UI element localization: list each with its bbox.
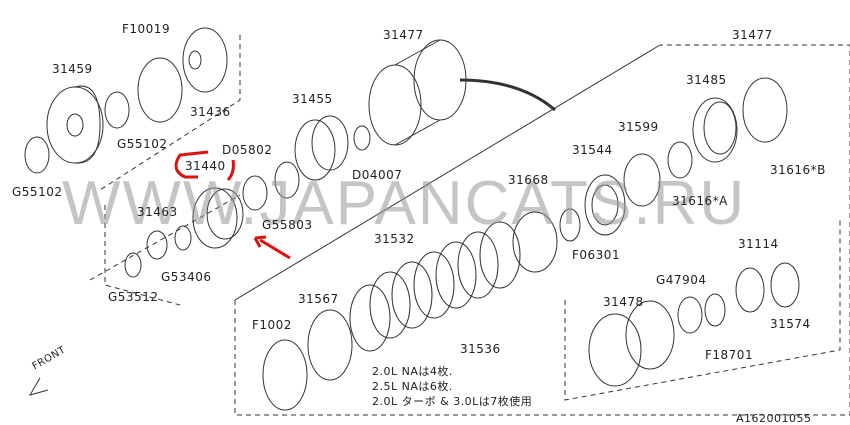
- part-g53512-washer[interactable]: [124, 252, 142, 278]
- part-d05802-washer[interactable]: [242, 175, 268, 211]
- group-frames: [89, 35, 850, 416]
- label-31436[interactable]: 31436: [190, 105, 231, 119]
- label-f1002[interactable]: F1002: [252, 318, 292, 332]
- part-f06301-snap-ring[interactable]: [559, 208, 581, 242]
- label-g53406[interactable]: G53406: [161, 270, 212, 284]
- part-31485-piston[interactable]: [692, 97, 738, 163]
- label-31668[interactable]: 31668: [508, 173, 549, 187]
- label-f06301[interactable]: F06301: [572, 248, 621, 262]
- part-31436-carrier[interactable]: [182, 27, 228, 93]
- part-g47904-bearing[interactable]: [677, 296, 703, 334]
- part-31574-snap-ring[interactable]: [770, 262, 800, 308]
- part-31616a-seal[interactable]: [667, 141, 693, 179]
- label-31574[interactable]: 31574: [770, 317, 811, 331]
- label-31485[interactable]: 31485: [686, 73, 727, 87]
- watermark: WWW.JAPANCATS.RU: [62, 169, 747, 238]
- label-31477[interactable]: 31477: [732, 28, 773, 42]
- part-31532-clutch-plates[interactable]: [349, 221, 521, 352]
- label-31114[interactable]: 31114: [738, 237, 779, 251]
- label-d04007[interactable]: D04007: [352, 168, 403, 182]
- label-g55803[interactable]: G55803: [262, 218, 313, 232]
- part-31599-spring[interactable]: [623, 153, 661, 207]
- part-31114-hub[interactable]: [735, 267, 765, 313]
- part-31544-plate[interactable]: [584, 174, 626, 236]
- label-g55102[interactable]: G55102: [117, 137, 168, 151]
- label-31544[interactable]: 31544: [572, 143, 613, 157]
- part-g55102-washer[interactable]: [24, 136, 50, 174]
- part-g55102-washer[interactable]: [104, 91, 130, 129]
- part-g55803-bearing[interactable]: [274, 161, 300, 199]
- label-31536[interactable]: 31536: [460, 342, 501, 356]
- part-31616b-seal[interactable]: [742, 77, 788, 143]
- label-31567[interactable]: 31567: [298, 292, 339, 306]
- part-31478-drum[interactable]: [588, 300, 675, 387]
- highlight-marks: [174, 150, 291, 260]
- label-f18701[interactable]: F18701: [705, 348, 754, 362]
- note-line: 2.0L ターボ & 3.0Lは7枚使用: [372, 395, 533, 408]
- label-31440[interactable]: 31440: [185, 159, 226, 173]
- part-31440-gear[interactable]: [192, 187, 244, 249]
- label-g53512[interactable]: G53512: [108, 290, 159, 304]
- label-f10019[interactable]: F10019: [122, 22, 171, 36]
- note-line: 2.0L NAは4枚.: [372, 365, 453, 378]
- label-31477[interactable]: 31477: [383, 28, 424, 42]
- label-d05802[interactable]: D05802: [222, 143, 273, 157]
- part-31463-hub[interactable]: [146, 230, 168, 260]
- label-31532[interactable]: 31532: [374, 232, 415, 246]
- label-31463[interactable]: 31463: [137, 205, 178, 219]
- part-31668-plate[interactable]: [512, 211, 558, 273]
- label-31599[interactable]: 31599: [618, 120, 659, 134]
- diagram-id: A162001055: [736, 412, 812, 425]
- label-g47904[interactable]: G47904: [656, 273, 707, 287]
- front-arrow-icon: [28, 377, 49, 396]
- part-d04007-washer[interactable]: [353, 125, 371, 151]
- label-31616b[interactable]: 31616*B: [770, 163, 826, 177]
- part-f1002-snap-ring[interactable]: [262, 339, 308, 411]
- label-31478[interactable]: 31478: [603, 295, 644, 309]
- part-f18701-snap-ring[interactable]: [704, 293, 726, 327]
- part-31459-drum[interactable]: [46, 85, 104, 164]
- note-line: 2.5L NAは6枚.: [372, 380, 453, 393]
- part-f10019-snap-ring[interactable]: [137, 57, 183, 123]
- part-31477-drum[interactable]: [368, 39, 467, 146]
- label-31459[interactable]: 31459: [52, 62, 93, 76]
- part-g53406-bearing[interactable]: [174, 225, 192, 251]
- label-g55102[interactable]: G55102: [12, 185, 63, 199]
- part-31567-plate[interactable]: [307, 309, 353, 381]
- label-31455[interactable]: 31455: [292, 92, 333, 106]
- part-31455-gear[interactable]: [294, 115, 349, 181]
- label-31616a[interactable]: 31616*A: [672, 194, 728, 208]
